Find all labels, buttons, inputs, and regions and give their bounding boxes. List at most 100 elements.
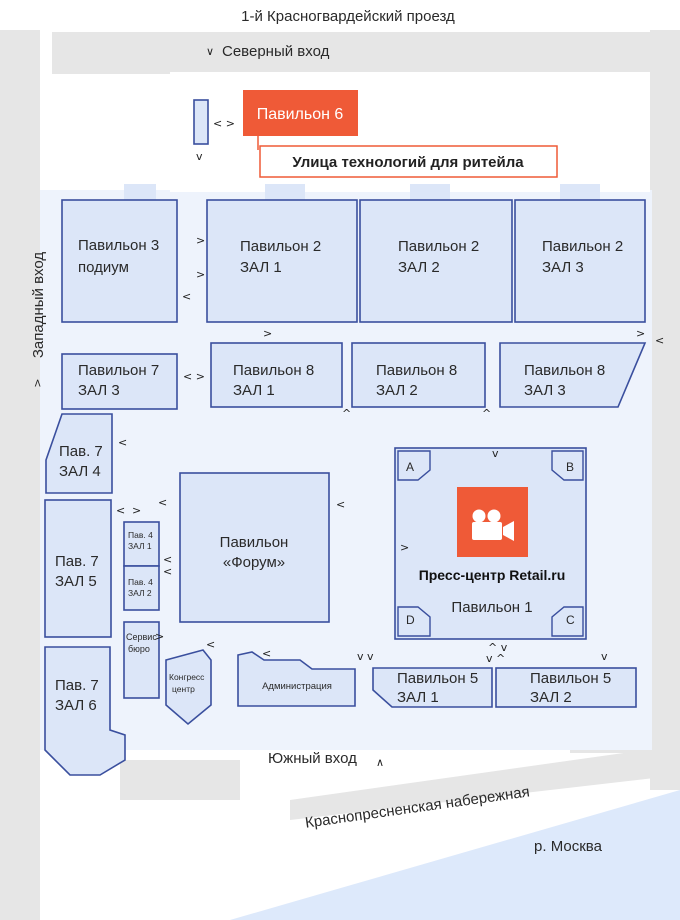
- direction-arrow-icon: >: [196, 234, 205, 247]
- hall-sublabel: ЗАЛ 2: [128, 588, 152, 598]
- hall-pavilion-8-zal-1[interactable]: Павильон 8 ЗАЛ 1: [210, 342, 343, 408]
- corner-zone-d[interactable]: [397, 606, 431, 637]
- direction-arrow-icon: >: [400, 541, 409, 554]
- hall-label: Павильон 2: [542, 238, 623, 255]
- hall-administration[interactable]: Администрация: [237, 651, 356, 707]
- pavilion-6-box[interactable]: [243, 90, 358, 136]
- north-road: [52, 32, 652, 74]
- hall-shape[interactable]: [495, 667, 637, 708]
- hall-sublabel: ЗАЛ 2: [376, 382, 418, 399]
- hall-sublabel: центр: [172, 684, 195, 694]
- hall-pav-7-zal-6[interactable]: Пав. 7 ЗАЛ 6: [44, 646, 126, 776]
- hall-sublabel: подиум: [78, 259, 129, 276]
- west-road-block: [0, 430, 40, 530]
- corner-zone-c[interactable]: [551, 606, 584, 637]
- north-street-label: 1-й Красногвардейский проезд: [241, 8, 455, 25]
- hall-shape[interactable]: [45, 413, 113, 494]
- corner-label: B: [566, 460, 574, 474]
- hall-label: Пав. 7: [55, 553, 99, 570]
- hall-pav-4-zal-2[interactable]: Пав. 4 ЗАЛ 2: [123, 565, 160, 611]
- hall-pavilion-2-zal-2[interactable]: Павильон 2 ЗАЛ 2: [359, 199, 513, 323]
- hall-pav-7-zal-4[interactable]: Пав. 7 ЗАЛ 4: [45, 413, 113, 494]
- tech-street-label: Улица технологий для ритейла: [292, 154, 524, 171]
- east-road: [650, 30, 680, 790]
- hall-sublabel: ЗАЛ 1: [397, 689, 439, 706]
- hall-shape[interactable]: [359, 199, 513, 323]
- direction-arrow-icon: v: [601, 650, 608, 663]
- pavilion-6-annex[interactable]: [193, 99, 209, 145]
- direction-arrow-icon: ^ v: [488, 641, 508, 654]
- hall-label: Конгресс: [169, 672, 205, 682]
- hall-label: Павильон 2: [240, 238, 321, 255]
- hall-sublabel: ЗАЛ 1: [240, 259, 282, 276]
- hall-service-bureau[interactable]: Сервис бюро: [123, 621, 160, 699]
- hall-sublabel: ЗАЛ 6: [55, 697, 97, 714]
- hall-shape[interactable]: [372, 667, 493, 708]
- direction-arrow-icon: <: [118, 436, 127, 449]
- river: [230, 790, 680, 920]
- hall-sublabel: ЗАЛ 3: [542, 259, 584, 276]
- hall-pavilion-8-zal-2[interactable]: Павильон 8 ЗАЛ 2: [351, 342, 486, 408]
- direction-arrow-icon: < >: [183, 370, 205, 383]
- hall-shape[interactable]: [61, 353, 178, 410]
- direction-arrow-icon: <: [163, 565, 172, 578]
- hall-shape[interactable]: [44, 646, 126, 776]
- hall-shape[interactable]: [179, 472, 330, 623]
- embankment-road: [290, 745, 680, 820]
- hall-label: Павильон 1: [451, 599, 532, 616]
- pavilion-6[interactable]: Павильон 6: [243, 90, 358, 136]
- hall-pav-4-zal-1[interactable]: Пав. 4 ЗАЛ 1: [123, 521, 160, 567]
- hall-pavilion-5-zal-2[interactable]: Павильон 5 ЗАЛ 2: [495, 667, 637, 708]
- hall-label: Сервис: [126, 632, 157, 642]
- hall-pavilion-2-zal-3[interactable]: Павильон 2 ЗАЛ 3: [514, 199, 646, 323]
- hall-pavilion-7-zal-3[interactable]: Павильон 7 ЗАЛ 3: [61, 353, 178, 410]
- hall-pavilion-3-shape[interactable]: [61, 199, 178, 323]
- hall-pavilion-8-zal-3[interactable]: Павильон 8 ЗАЛ 3: [499, 342, 647, 408]
- connector: [124, 184, 156, 200]
- press-center-label: Пресс-центр Retail.ru: [419, 567, 566, 583]
- west-entrance-chevron-icon: >: [31, 378, 44, 387]
- hall-label: Пав. 4: [128, 577, 153, 587]
- hall-shape[interactable]: [351, 342, 486, 408]
- hall-pavilion-forum[interactable]: Павильон «Форум»: [179, 472, 330, 623]
- hall-shape[interactable]: [210, 342, 343, 408]
- south-entrance-label[interactable]: Южный вход: [268, 750, 357, 767]
- direction-arrow-icon: <: [336, 498, 345, 511]
- direction-arrow-icon: v ^: [486, 652, 505, 665]
- direction-arrow-icon: ^: [482, 407, 491, 420]
- hall-shape[interactable]: [165, 649, 212, 726]
- hall-pavilion-2-zal-1[interactable]: Павильон 2 ЗАЛ 1: [206, 199, 358, 323]
- hall-shape[interactable]: [237, 651, 356, 707]
- corner-zone-b[interactable]: [551, 450, 584, 481]
- corner-label: C: [566, 613, 575, 627]
- direction-arrow-icon: v v: [357, 650, 374, 663]
- hall-sublabel: ЗАЛ 2: [398, 259, 440, 276]
- hall-label: Павильон 8: [233, 362, 314, 379]
- direction-arrow-icon: v: [196, 150, 203, 163]
- hall-label: Павильон 3: [78, 237, 159, 254]
- direction-arrow-icon: <: [116, 504, 125, 517]
- hall-shape[interactable]: [123, 621, 160, 699]
- hall-shape[interactable]: [44, 499, 112, 638]
- hall-shape[interactable]: [206, 199, 358, 323]
- hall-pavilion-3[interactable]: Павильон 3 подиум: [61, 199, 178, 323]
- hall-sublabel: бюро: [128, 644, 150, 654]
- hall-shape[interactable]: [123, 565, 160, 611]
- north-entrance-label[interactable]: Северный вход: [222, 43, 330, 60]
- hall-shape[interactable]: [499, 342, 647, 408]
- hall-pav-7-zal-5[interactable]: Пав. 7 ЗАЛ 5: [44, 499, 112, 638]
- direction-arrow-icon: >: [636, 327, 645, 340]
- hall-shape[interactable]: [514, 199, 646, 323]
- hall-sublabel: ЗАЛ 4: [59, 463, 101, 480]
- hall-pavilion-5-zal-1[interactable]: Павильон 5 ЗАЛ 1: [372, 667, 493, 708]
- direction-arrow-icon: <: [158, 496, 167, 509]
- hall-sublabel: ЗАЛ 3: [78, 382, 120, 399]
- press-center[interactable]: Пресс-центр Retail.ru: [419, 487, 566, 583]
- west-entrance-label[interactable]: Западный вход: [30, 252, 47, 359]
- hall-label: Администрация: [262, 681, 332, 692]
- hall-congress-center[interactable]: Конгресс центр: [165, 649, 212, 726]
- connector: [560, 184, 600, 200]
- video-camera-icon: [472, 509, 514, 541]
- corner-zone-a[interactable]: [397, 450, 431, 481]
